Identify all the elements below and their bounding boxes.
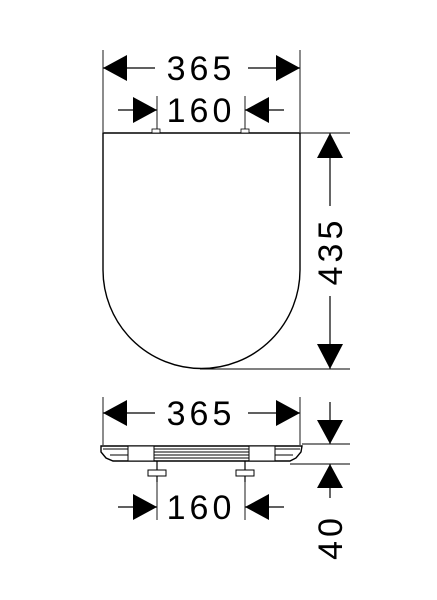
dim-160-side: 160 [118,489,284,527]
side-width-label: 365 [167,395,236,433]
dim-365-top: 365 [103,50,300,88]
side-arrow-right [276,400,300,426]
length-label: 435 [312,217,350,286]
side-block-right [248,445,276,462]
side-arrow-left [103,400,127,426]
dim-435: 435 [312,133,350,369]
hinge-right [240,128,250,134]
dim-160-top: 160 [118,92,284,130]
arrow-right [276,55,300,81]
side-arrow-hinge-right [245,494,269,520]
dim-365-side: 365 [103,395,300,433]
side-block-left [127,445,155,462]
arrow-hinge-left [133,97,157,123]
arrow-hinge-right [245,97,269,123]
arrow-down [317,344,343,369]
seat-profile [100,445,303,520]
top-hinge-label: 160 [167,92,236,130]
side-hinge-label: 160 [167,489,236,527]
arrow-height-bottom [317,464,343,488]
arrow-up [317,133,343,158]
arrow-height-top [317,420,343,444]
seat-outline [102,132,301,370]
height-label: 40 [312,514,350,560]
arrow-left [103,55,127,81]
top-view: 365 160 435 [102,50,350,370]
side-arrow-hinge-left [133,494,157,520]
bolt-nut-left [147,469,167,477]
side-view: 365 160 [100,395,350,560]
top-width-label: 365 [167,50,236,88]
bolt-nut-right [235,469,255,477]
hinge-left [151,128,161,134]
dim-40: 40 [312,402,350,560]
